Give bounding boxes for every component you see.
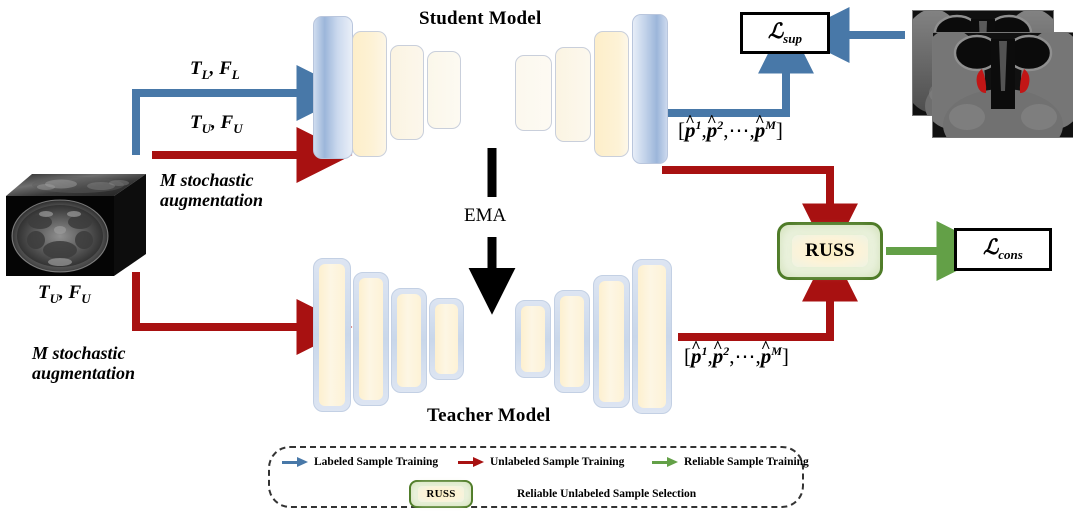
teacher-decoder-block-4 <box>632 259 672 414</box>
legend-label-russ: Reliable Unlabeled Sample Selection <box>517 488 697 500</box>
teacher-model-title: Teacher Model <box>427 405 551 426</box>
aug-bottom-line1: M stochastic <box>32 343 126 363</box>
teacher-decoder-block-2 <box>554 290 590 393</box>
legend-item-reliable: Reliable Sample Training <box>652 456 809 468</box>
aug-top-line1: M stochastic <box>160 170 254 190</box>
russ-badge-core: RUSS <box>418 486 464 502</box>
ema-label: EMA <box>464 205 507 226</box>
label-mri-slice-front <box>932 32 1073 138</box>
aug-bottom-line2: augmentation <box>32 363 136 384</box>
augmentation-label-top: M stochastic augmentation <box>160 170 263 210</box>
legend-item-labeled: Labeled Sample Training <box>282 456 438 468</box>
student-decoder-block-4 <box>632 14 668 164</box>
student-decoder-block-3 <box>594 31 629 157</box>
student-encoder-block-3 <box>390 45 424 140</box>
teacher-encoder-block-1 <box>313 258 351 412</box>
student-decoder-block-2 <box>555 47 591 142</box>
teacher-encoder-block-4 <box>429 298 464 380</box>
legend-box: Labeled Sample Training Unlabeled Sample… <box>268 446 809 508</box>
student-encoder-block-2 <box>352 31 387 157</box>
student-encoder-block-1 <box>313 16 353 159</box>
supervised-loss-label: ℒsup <box>768 18 802 47</box>
teacher-encoder-block-2 <box>353 272 389 406</box>
arrow-right-icon-labeled <box>282 456 308 468</box>
unlabeled-pair-label-bottom: TU, FU <box>38 282 91 306</box>
student-encoder-block-4 <box>427 51 461 129</box>
legend-item-unlabeled: Unlabeled Sample Training <box>458 456 624 468</box>
arrow-right-icon-unlabeled <box>458 456 484 468</box>
student-prediction-label: [p^1,p^2,⋯,p^M] <box>678 110 783 142</box>
teacher-decoder-block-3 <box>593 275 630 408</box>
legend-label-labeled: Labeled Sample Training <box>314 456 439 468</box>
teacher-encoder-block-3 <box>391 288 427 393</box>
augmentation-label-bottom: M stochastic augmentation <box>32 343 135 383</box>
russ-badge-label: RUSS <box>426 488 456 500</box>
russ-module[interactable]: RUSS <box>777 222 883 280</box>
input-volume-cube <box>6 170 146 276</box>
legend-label-reliable: Reliable Sample Training <box>684 456 809 468</box>
student-decoder-block-1 <box>515 55 552 131</box>
consistency-loss-label: ℒcons <box>983 235 1023 263</box>
labeled-pair-label: TL, FL <box>190 58 240 82</box>
consistency-loss-box: ℒcons <box>954 228 1052 271</box>
arrow-right-icon-reliable <box>652 456 678 468</box>
legend-item-russ: RUSS Reliable Unlabeled Sample Selection <box>409 480 696 508</box>
supervised-loss-box: ℒsup <box>740 12 830 54</box>
unlabeled-pair-label-top: TU, FU <box>190 112 243 136</box>
student-model-title: Student Model <box>419 8 542 29</box>
russ-label: RUSS <box>805 240 855 261</box>
russ-badge-icon: RUSS <box>409 480 473 508</box>
teacher-prediction-label: [p^1,p^2,⋯,p^M] <box>684 336 789 368</box>
legend-label-unlabeled: Unlabeled Sample Training <box>490 456 625 468</box>
russ-core: RUSS <box>792 235 868 267</box>
teacher-decoder-block-1 <box>515 300 551 378</box>
aug-top-line2: augmentation <box>160 190 264 211</box>
